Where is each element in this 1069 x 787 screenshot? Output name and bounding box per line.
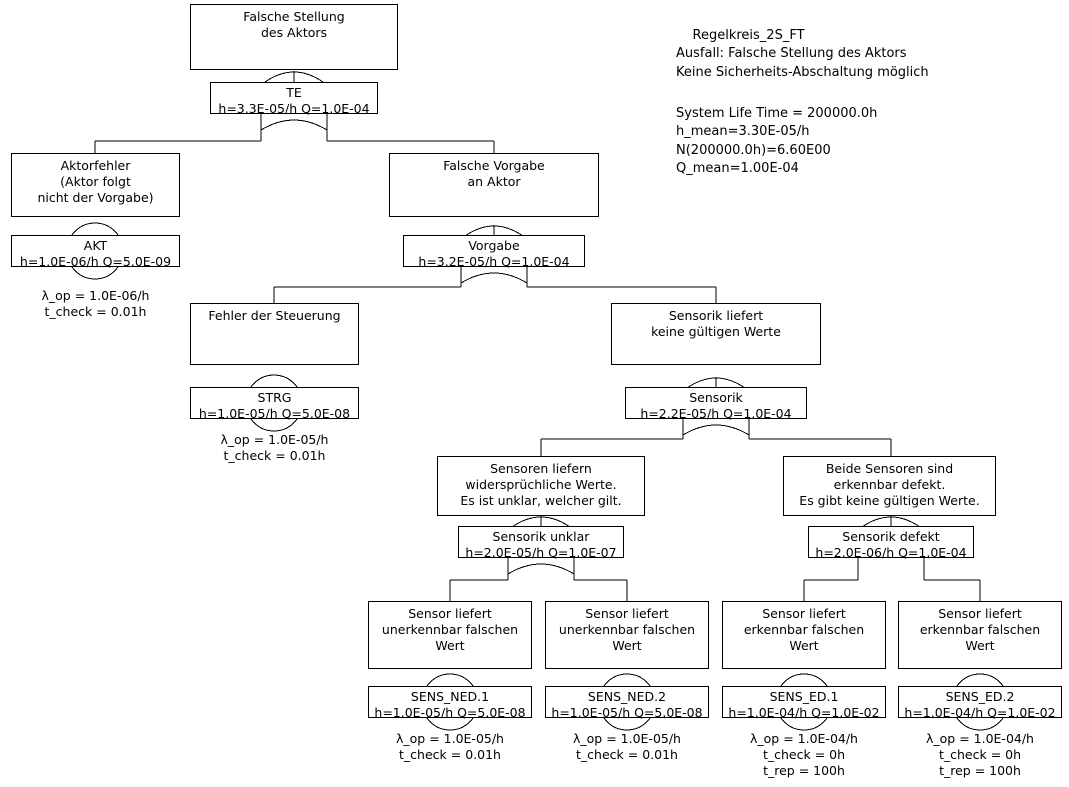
unklar-gate-output-arc: [507, 563, 575, 575]
te-gate-output-arc: [260, 119, 328, 131]
basic-event-sens-ned-1-values: h=1.0E-05/h Q=5.0E-08: [374, 705, 526, 720]
basic-event-strg-name: STRG: [257, 390, 292, 405]
basic-event-sens-ed-1[interactable]: SENS_ED.1 h=1.0E-04/h Q=1.0E-02: [722, 686, 886, 720]
gate-sensorik-defekt-name: Sensorik defekt: [842, 529, 940, 544]
basic-event-sens-ed-1-name: SENS_ED.1: [769, 689, 839, 704]
gate-vorgabe[interactable]: Vorgabe h=3.2E-05/h Q=1.0E-04: [403, 235, 585, 269]
basic-event-strg[interactable]: STRG h=1.0E-05/h Q=5.0E-08: [190, 387, 359, 421]
gate-sensorik[interactable]: Sensorik h=2.2E-05/h Q=1.0E-04: [625, 387, 807, 421]
basic-event-sens-ed-2[interactable]: SENS_ED.2 h=1.0E-04/h Q=1.0E-02: [898, 686, 1062, 720]
gate-te-values: h=3.3E-05/h Q=1.0E-04: [218, 101, 370, 116]
gate-sensorik-unklar-values: h=2.0E-05/h Q=1.0E-07: [465, 545, 617, 560]
basic-event-akt-values: h=1.0E-06/h Q=5.0E-09: [19, 254, 172, 269]
basic-event-sens-ned-2-values: h=1.0E-05/h Q=5.0E-08: [551, 705, 703, 720]
gate-sensorik-unklar[interactable]: Sensorik unklar h=2.0E-05/h Q=1.0E-07: [458, 526, 624, 560]
event-box-fehler-steuerung[interactable]: Fehler der Steuerung: [190, 303, 359, 365]
gate-vorgabe-name: Vorgabe: [468, 238, 520, 253]
basic-event-sens-ned-2-name: SENS_NED.2: [587, 689, 667, 704]
basic-event-sens-ed-1-values: h=1.0E-04/h Q=1.0E-02: [728, 705, 880, 720]
gate-sensorik-name: Sensorik: [689, 390, 743, 405]
gate-te-name: TE: [286, 85, 302, 100]
gate-vorgabe-values: h=3.2E-05/h Q=1.0E-04: [418, 254, 570, 269]
basic-event-sens-ned-2[interactable]: SENS_NED.2 h=1.0E-05/h Q=5.0E-08: [545, 686, 709, 720]
te-gate-input-arc: [264, 71, 324, 83]
basic-event-sens-ned-1-name: SENS_NED.1: [410, 689, 490, 704]
vorgabe-gate-output-arc: [460, 272, 528, 284]
sensorik-gate-output-arc: [682, 424, 750, 436]
basic-event-sens-ed-2-name: SENS_ED.2: [945, 689, 1015, 704]
gate-sensorik-unklar-name: Sensorik unklar: [492, 529, 590, 544]
gate-te[interactable]: TE h=3.3E-05/h Q=1.0E-04: [210, 82, 378, 116]
gate-sensorik-defekt[interactable]: Sensorik defekt h=2.0E-06/h Q=1.0E-04: [808, 526, 974, 560]
basic-event-sens-ned-1[interactable]: SENS_NED.1 h=1.0E-05/h Q=5.0E-08: [368, 686, 532, 720]
basic-event-sens-ed-2-values: h=1.0E-04/h Q=1.0E-02: [904, 705, 1056, 720]
gate-sensorik-defekt-values: h=2.0E-06/h Q=1.0E-04: [815, 545, 967, 560]
gate-sensorik-values: h=2.2E-05/h Q=1.0E-04: [640, 406, 792, 421]
basic-event-strg-values: h=1.0E-05/h Q=5.0E-08: [198, 406, 351, 421]
basic-event-akt-name: AKT: [83, 238, 108, 253]
basic-event-akt[interactable]: AKT h=1.0E-06/h Q=5.0E-09: [11, 235, 180, 269]
